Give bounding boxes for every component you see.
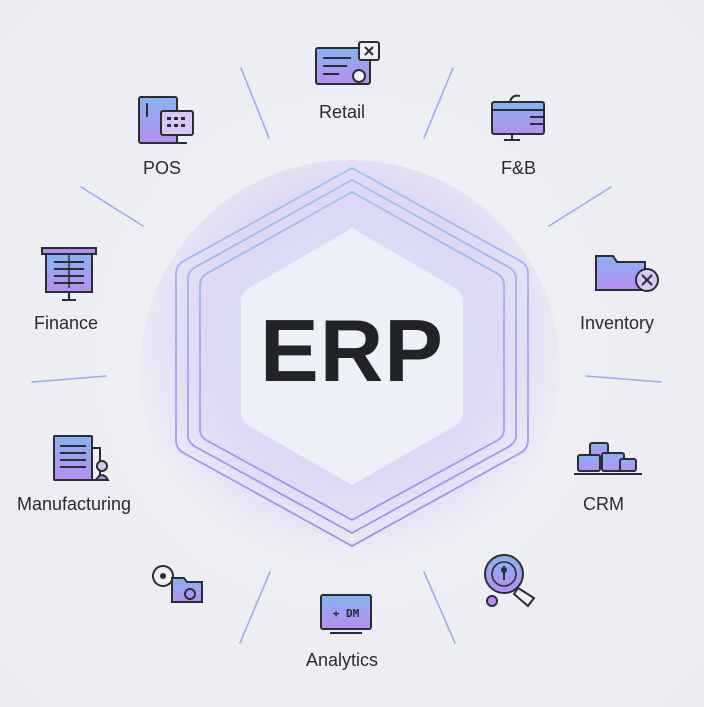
module-label-crm: CRM	[583, 494, 624, 514]
spoke-line	[423, 67, 454, 139]
hexagon-ring-outer	[175, 166, 529, 548]
ledger-board-icon	[41, 247, 97, 301]
magnifier-icon	[484, 554, 536, 608]
spoke-line	[423, 571, 456, 644]
module-label-retail: Retail	[319, 102, 366, 122]
folder-remove-icon	[595, 255, 659, 292]
module-label-fb: F&B	[501, 158, 537, 178]
spoke-line	[585, 375, 662, 383]
module-label-finance: Finance	[34, 313, 99, 333]
module-label-analytics: Analytics	[306, 650, 379, 670]
spoke-line	[80, 186, 144, 227]
monitor-icon	[491, 94, 545, 141]
id-card-icon	[315, 41, 380, 85]
hexagon-ring	[187, 178, 517, 535]
pos-terminal-icon	[138, 96, 194, 144]
module-label-inventory: Inventory	[580, 313, 655, 333]
dashboard-screen-icon: + DM	[320, 594, 372, 634]
spoke-line	[548, 186, 612, 227]
boxes-icon	[574, 442, 642, 475]
folder-settings-icon	[152, 565, 203, 603]
spoke-line	[239, 571, 271, 644]
factory-building-icon	[53, 435, 110, 481]
hexagon-core	[241, 228, 463, 485]
spoke-line	[240, 67, 270, 139]
module-label-manufacturing: Manufacturing	[17, 494, 132, 514]
analytics-screen-text: + DM	[333, 607, 360, 620]
spoke-line	[31, 375, 107, 383]
erp-title: ERP	[260, 301, 444, 400]
hexagon-ring	[199, 190, 505, 522]
module-label-pos: POS	[143, 158, 182, 178]
